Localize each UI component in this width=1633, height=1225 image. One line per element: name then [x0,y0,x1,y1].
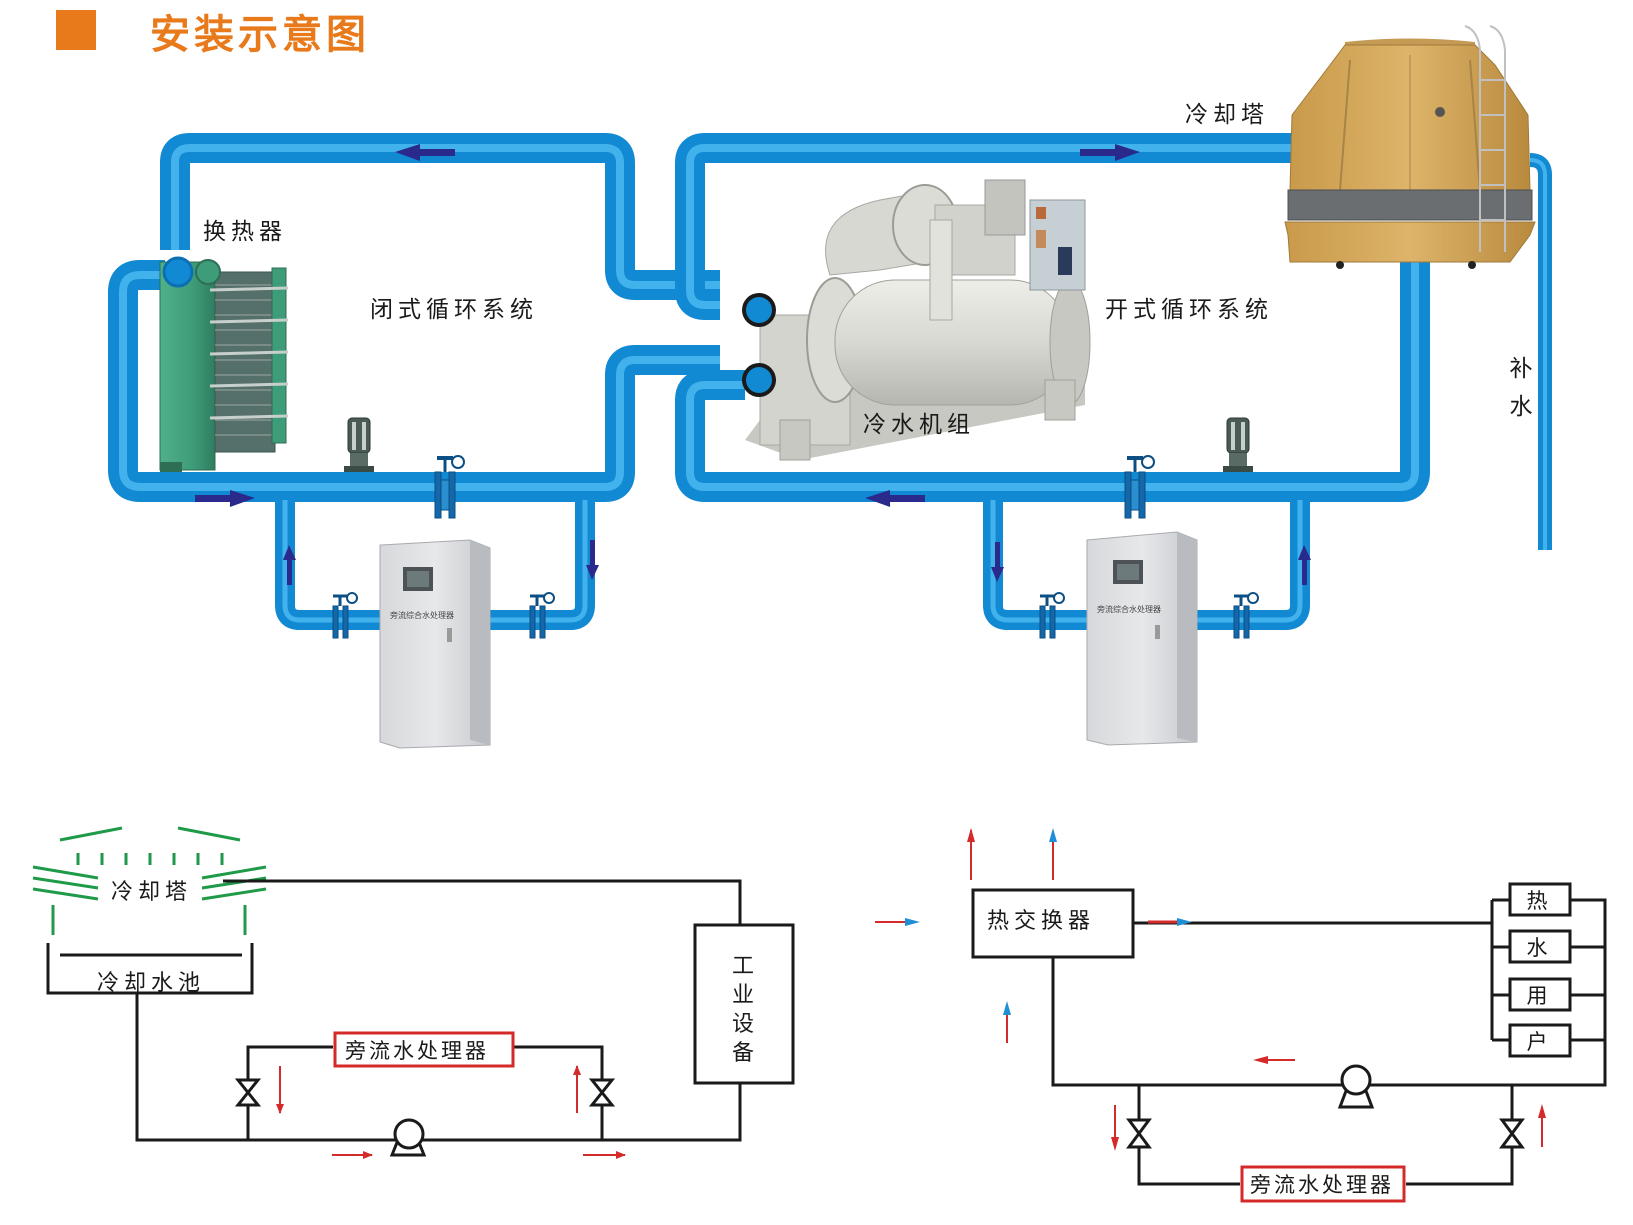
user-box [1508,929,1572,964]
bottom-left-schematic [32,826,795,1159]
hot-water-user-boxes [1508,882,1572,1058]
hot-water-user-char: 户 [1526,1030,1548,1054]
arrow-up-icon [1538,1104,1546,1118]
bypass-treater-box [1240,1165,1406,1203]
makeup-water-char: 水 [1509,394,1533,420]
pump-symbol [1337,1064,1375,1109]
valve-symbols [1126,1118,1525,1149]
bypass-treater-label-left: 旁流水处理器 [345,1039,489,1063]
user-box [1508,977,1572,1012]
industrial-equipment-char: 工 [731,954,754,979]
pipe-lines [971,888,1607,1186]
open-loop-label: 开式循环系统 [1105,297,1273,323]
bypass-water-treater-cabinet-right: 旁流综合水处理器 [1086,531,1198,746]
bypass-water-treater-cabinet-left: 旁流综合水处理器 [379,539,491,749]
valve-symbols [234,1078,616,1107]
chiller-unit [742,179,1091,461]
makeup-water-label: 补 水 [1506,350,1536,426]
pump-symbol [389,1118,427,1157]
heat-exchanger-label: 换热器 [203,219,287,245]
arrow-left-icon [865,490,925,507]
valve-icon [588,1078,616,1107]
gate-valve [332,592,358,639]
gate-valve [1039,592,1065,639]
user-box [1508,1023,1572,1058]
gate-valve [1233,592,1259,639]
hot-water-user-char: 用 [1526,984,1548,1008]
chiller-label: 冷水机组 [863,412,975,438]
arrow-down-icon [991,542,1004,582]
closed-loop-pipes [108,133,720,630]
arrow-down-icon [1111,1137,1119,1151]
bypass-treater-box [333,1031,515,1068]
industrial-equipment-char: 备 [731,1041,754,1066]
makeup-water-char: 补 [1509,356,1533,382]
page-title: 安装示意图 [150,12,370,58]
valve-icon [1126,1118,1152,1149]
valve-icon [234,1078,262,1107]
industrial-equipment-char: 设 [731,1012,754,1037]
top-piping-diagram: 旁流综合水处理器 旁流综合水处理器 [108,25,1552,749]
cooling-pool-box [46,943,254,995]
valve-icon [1499,1118,1525,1149]
hot-water-user-char: 热 [1526,889,1548,913]
arrow-up-icon [1003,1001,1011,1015]
arrow-up-icon [967,828,975,842]
pipe-lines [135,879,795,1142]
cooling-tower [1284,25,1536,269]
arrow-right-icon [1080,144,1140,161]
gate-valve [434,455,465,519]
schematic-cooling-tower-label: 冷却塔 [111,880,193,905]
cooling-pool-label: 冷却水池 [97,971,206,996]
cooling-tower-label: 冷却塔 [1185,102,1269,128]
open-loop-pump [1223,417,1253,472]
arrow-up-icon [1049,828,1057,842]
arrow-right-icon [1177,918,1192,926]
arrow-up-icon [283,545,296,585]
flow-arrows [875,828,1546,1151]
gate-valve [1124,455,1155,519]
cabinet-caption: 旁流综合水处理器 [1097,604,1161,614]
closed-loop-pump [344,417,374,472]
hot-water-user-char: 水 [1526,936,1548,960]
bypass-valves [332,592,1259,639]
cabinet-caption: 旁流综合水处理器 [390,610,454,620]
flow-arrows [276,1065,626,1159]
arrow-left-icon [395,144,455,161]
cooling-tower-symbol [32,826,267,935]
gate-valve [529,592,555,639]
arrow-right-icon [905,918,920,926]
bottom-right-schematic [875,828,1607,1203]
closed-loop-label: 闭式循环系统 [370,297,538,323]
industrial-equipment-label: 工 业 设 备 [728,952,758,1068]
title-marker [56,10,96,50]
heat-exchanger-box-label: 热交换器 [987,909,1096,934]
arrow-up-icon [1298,545,1311,585]
arrow-left-icon [1253,1056,1268,1064]
plate-heat-exchanger [159,256,289,472]
user-box [1508,882,1572,917]
industrial-equipment-char: 业 [731,983,754,1008]
arrow-right-icon [195,490,255,507]
bypass-treater-label-right: 旁流水处理器 [1250,1173,1394,1197]
flow-arrows [195,144,1311,585]
arrow-down-icon [586,540,599,580]
